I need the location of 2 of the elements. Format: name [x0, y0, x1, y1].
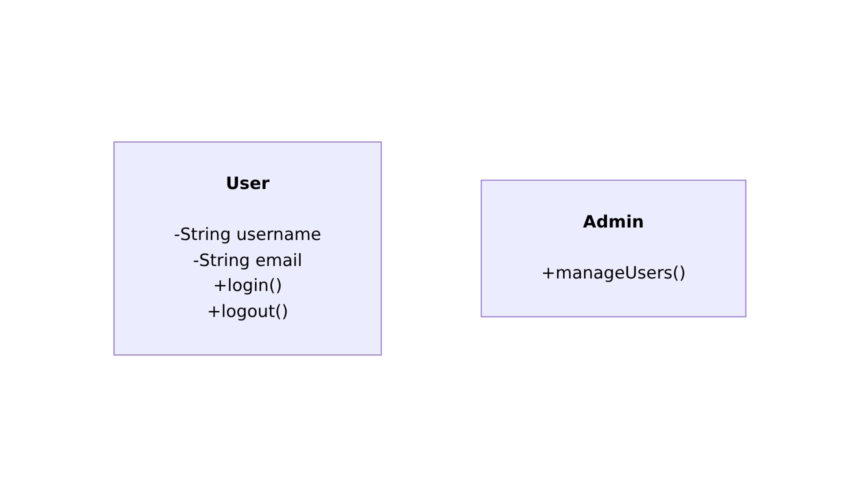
node-box [480, 179, 746, 317]
node-box [114, 141, 382, 355]
